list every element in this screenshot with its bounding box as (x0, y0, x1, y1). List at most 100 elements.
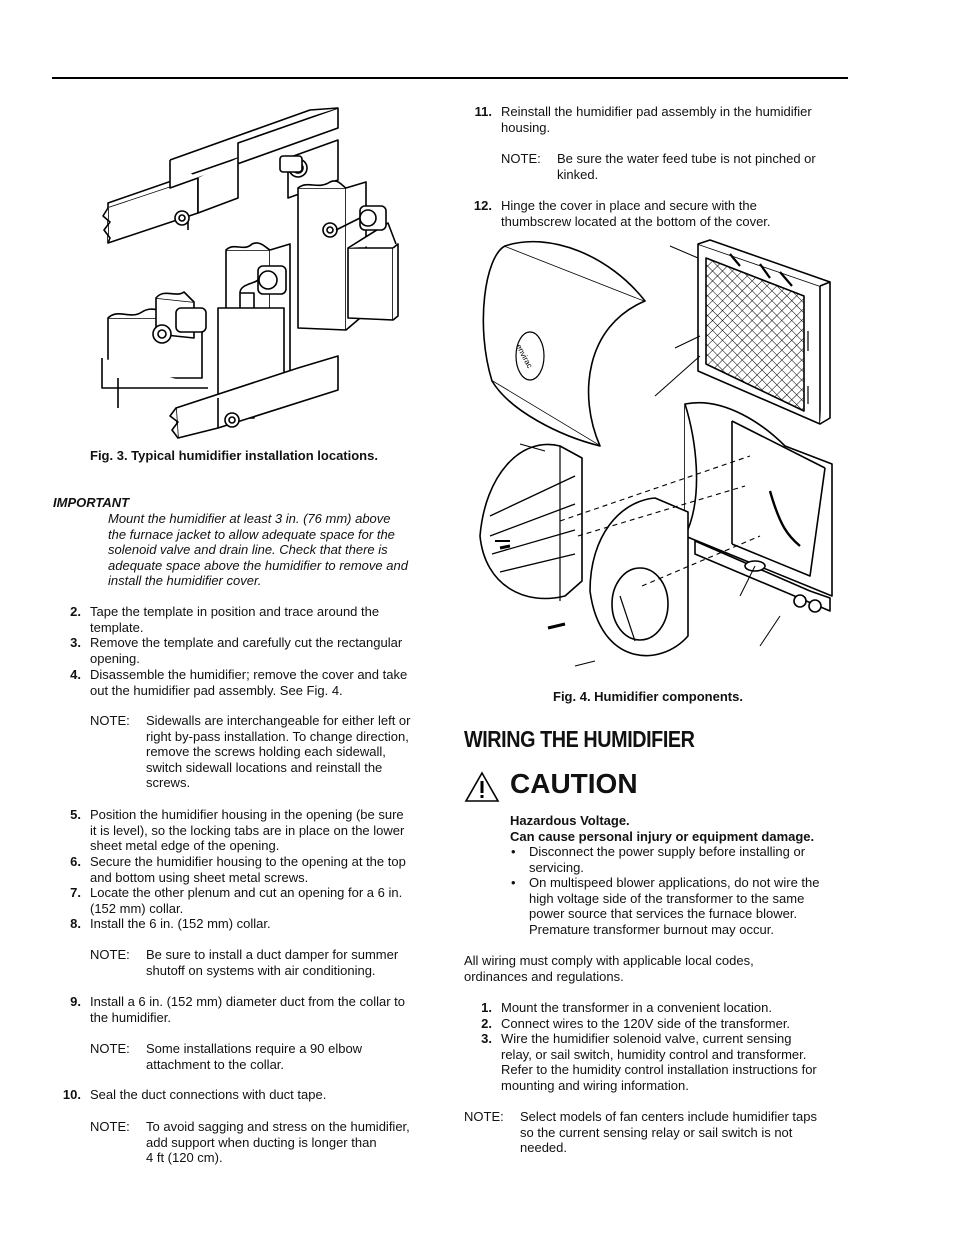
step-number: 10. (62, 1087, 81, 1102)
note-label: NOTE: (464, 1109, 504, 1124)
step-number: 2. (481, 1016, 492, 1031)
step-line: (152 mm) collar. (90, 900, 184, 916)
step-line: Position the humidifier housing in the o… (90, 807, 404, 822)
step-text: Hinge the cover in place and secure with… (501, 198, 851, 229)
step-line: Remove the template and carefully cut th… (90, 635, 403, 650)
step-number: 11. (474, 104, 492, 119)
note-text: Be sure the water feed tube is not pinch… (557, 151, 847, 182)
step-text: Install the 6 in. (152 mm) collar. (90, 916, 450, 932)
note-line: 4 ft (120 cm). (146, 1150, 223, 1166)
note-line: Be sure the water feed tube is not pinch… (557, 151, 816, 166)
step-number: 3. (481, 1031, 492, 1046)
step-line: Install the 6 in. (152 mm) collar. (90, 916, 271, 931)
codes-text: All wiring must comply with applicable l… (464, 953, 844, 984)
note-line: Be sure to install a duct damper for sum… (146, 947, 399, 962)
important-line: adequate space above the humidifier to r… (108, 557, 408, 573)
note-line: remove the screws holding each sidewall, (146, 744, 386, 760)
important-line: install the humidifier cover. (108, 573, 262, 589)
fig4-caption: Fig. 4. Humidifier components. (553, 689, 743, 704)
step-line: Install a 6 in. (152 mm) diameter duct f… (90, 994, 406, 1009)
note-text: To avoid sagging and stress on the humid… (146, 1119, 446, 1166)
bullet-text: Disconnect the power supply before insta… (529, 844, 849, 875)
step-text: Seal the duct connections with duct tape… (90, 1087, 450, 1103)
note-line: Some installations require a 90 elbow (146, 1041, 363, 1056)
caution-title: CAUTION (510, 768, 638, 799)
step-line: Locate the other plenum and cut an openi… (90, 885, 403, 900)
step-text: Tape the template in position and trace … (90, 604, 450, 635)
damage-text: Can cause personal injury or equipment d… (510, 829, 815, 844)
step-line: template. (90, 619, 144, 635)
bullet-mark: • (511, 844, 516, 859)
bullet-line: Disconnect the power supply before insta… (529, 844, 806, 859)
important-label: IMPORTANT (53, 495, 130, 510)
note-line: needed. (520, 1140, 567, 1156)
step-line: Refer to the humidity control installati… (501, 1062, 817, 1078)
bullet-line: high voltage side of the transformer to … (529, 890, 805, 906)
note-line: screws. (146, 775, 191, 791)
step-line: Reinstall the humidifier pad assembly in… (501, 104, 812, 119)
step-text: Remove the template and carefully cut th… (90, 635, 450, 666)
step-line: relay, or sail switch, humidity control … (501, 1046, 807, 1062)
step-number: 4. (70, 667, 81, 682)
note-line: right by-pass installation. To change di… (146, 728, 409, 744)
step-line: the humidifier. (90, 1009, 171, 1025)
note-line: attachment to the collar. (146, 1056, 285, 1072)
step-line: Disassemble the humidifier; remove the c… (90, 667, 408, 682)
header-rule (52, 77, 848, 79)
step-number: 6. (70, 854, 81, 869)
note-text: Some installations require a 90 elbow at… (146, 1041, 446, 1072)
note-line: so the current sensing relay or sail swi… (520, 1124, 793, 1140)
step-text: Reinstall the humidifier pad assembly in… (501, 104, 851, 135)
step-text: Connect wires to the 120V side of the tr… (501, 1016, 851, 1032)
step-text: Disassemble the humidifier; remove the c… (90, 667, 450, 698)
bullet-line: servicing. (529, 859, 584, 875)
note-label: NOTE: (90, 1119, 130, 1134)
note-line: shutoff on systems with air conditioning… (146, 962, 376, 978)
step-text: Mount the transformer in a convenient lo… (501, 1000, 851, 1016)
codes-line: All wiring must comply with applicable l… (464, 953, 754, 968)
step-number: 1. (481, 1000, 492, 1015)
note-line: switch sidewall locations and reinstall … (146, 759, 383, 775)
important-line: the furnace jacket to allow adequate spa… (108, 526, 395, 542)
step-line: Hinge the cover in place and secure with… (501, 198, 757, 213)
bullet-mark: • (511, 875, 516, 890)
note-text: Be sure to install a duct damper for sum… (146, 947, 446, 978)
step-number: 9. (70, 994, 81, 1009)
note-line: add support when ducting is longer than (146, 1134, 377, 1150)
important-line: Mount the humidifier at least 3 in. (76 … (108, 511, 391, 526)
step-text: Position the humidifier housing in the o… (90, 807, 450, 854)
step-line: thumbscrew located at the bottom of the … (501, 213, 771, 229)
step-line: mounting and wiring information. (501, 1077, 689, 1093)
note-label: NOTE: (90, 713, 130, 728)
note-text: Select models of fan centers include hum… (520, 1109, 850, 1156)
important-line: solenoid valve and drain line. Check tha… (108, 542, 388, 558)
hazard-text: Hazardous Voltage. (510, 813, 630, 828)
bullet-line: Premature transformer burnout may occur. (529, 921, 774, 937)
step-line: Seal the duct connections with duct tape… (90, 1087, 327, 1102)
fig4-illustration: envirac (479, 239, 833, 667)
bullet-line: power source that services the furnace b… (529, 906, 798, 922)
step-line: Secure the humidifier housing to the ope… (90, 854, 406, 869)
step-text: Secure the humidifier housing to the ope… (90, 854, 450, 885)
section-heading: WIRING THE HUMIDIFIER (464, 726, 695, 752)
step-number: 7. (70, 885, 81, 900)
warning-triangle-icon (464, 771, 500, 802)
fig3-illustration (101, 107, 399, 439)
note-line: kinked. (557, 166, 599, 182)
step-text: Wire the humidifier solenoid valve, curr… (501, 1031, 851, 1093)
step-line: Wire the humidifier solenoid valve, curr… (501, 1031, 792, 1046)
step-text: Install a 6 in. (152 mm) diameter duct f… (90, 994, 450, 1025)
step-line: opening. (90, 650, 140, 666)
bullet-text: On multispeed blower applications, do no… (529, 875, 849, 937)
note-line: Select models of fan centers include hum… (520, 1109, 817, 1124)
codes-line: ordinances and regulations. (464, 968, 624, 984)
step-line: Tape the template in position and trace … (90, 604, 380, 619)
step-line: it is level), so the locking tabs are in… (90, 822, 405, 838)
step-number: 3. (70, 635, 81, 650)
step-number: 2. (70, 604, 81, 619)
step-line: and bottom using sheet metal screws. (90, 869, 309, 885)
step-line: sheet metal edge of the opening. (90, 838, 280, 854)
step-line: Mount the transformer in a convenient lo… (501, 1000, 772, 1015)
bullet-line: On multispeed blower applications, do no… (529, 875, 820, 890)
step-number: 5. (70, 807, 81, 822)
